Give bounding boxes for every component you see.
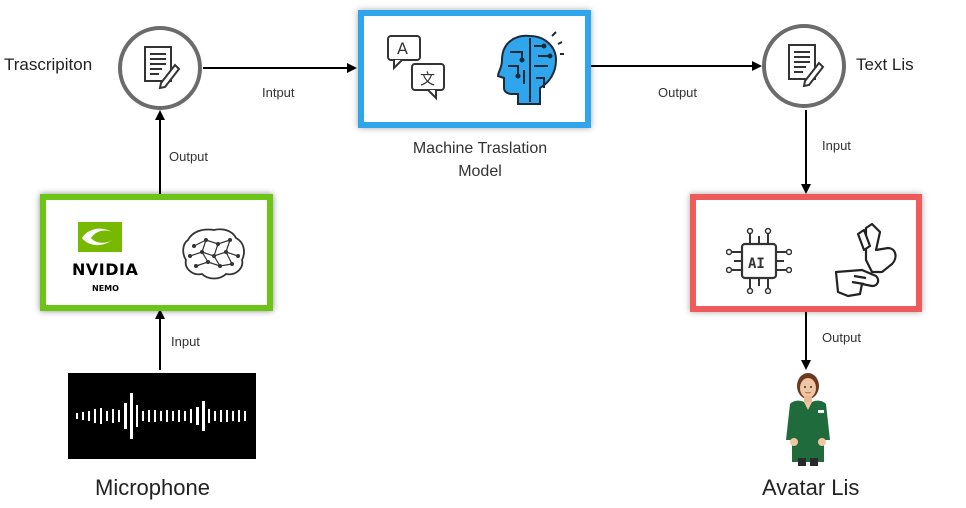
edge-label-transcription-to-translation: Intput <box>262 85 295 100</box>
machine-translation-label-line2: Model <box>458 163 502 180</box>
edge-label-mic-to-nemo: Input <box>171 334 200 349</box>
microphone-node <box>68 373 256 459</box>
edge-label-nemo-to-transcription: Output <box>169 149 209 164</box>
svg-text:文: 文 <box>420 70 435 88</box>
document-pen-icon <box>135 41 185 96</box>
microphone-label: Microphone <box>95 475 210 500</box>
edge-label-ai-to-avatar: Output <box>822 330 862 345</box>
waveform-icon <box>68 393 256 463</box>
nvidia-logo-icon <box>78 222 122 257</box>
nvidia-nemo-box: NVIDIA NEMO <box>40 194 273 311</box>
ai-chip-icon: AI <box>725 227 793 299</box>
text-lis-node <box>762 24 846 108</box>
machine-translation-label-line1: Machine Traslation <box>412 140 548 157</box>
svg-text:AI: AI <box>748 256 765 272</box>
transcription-node <box>118 26 202 110</box>
document-pen-icon <box>779 39 829 94</box>
translate-icon: A 文 <box>386 34 454 109</box>
edge-label-textlis-to-ai: Input <box>822 138 851 153</box>
sign-language-hands-icon <box>832 220 904 305</box>
svg-text:A: A <box>397 39 408 58</box>
machine-translation-box: A 文 <box>358 10 591 128</box>
transcription-label: Trascripiton <box>4 55 93 74</box>
avatar-label: Avatar Lis <box>762 475 860 500</box>
machine-translation-label: Machine Traslation Model <box>380 137 580 183</box>
edge-label-translation-to-textlis: Output <box>658 85 698 100</box>
ai-sign-language-box: AI <box>690 194 922 312</box>
ai-brain-icon <box>494 30 564 113</box>
neural-brain-icon <box>180 226 248 287</box>
text-lis-label: Text Lis <box>856 55 914 74</box>
avatar-woman-icon <box>780 370 836 471</box>
nvidia-brand: NVIDIA <box>72 260 139 279</box>
nemo-product: NEMO <box>92 284 119 293</box>
